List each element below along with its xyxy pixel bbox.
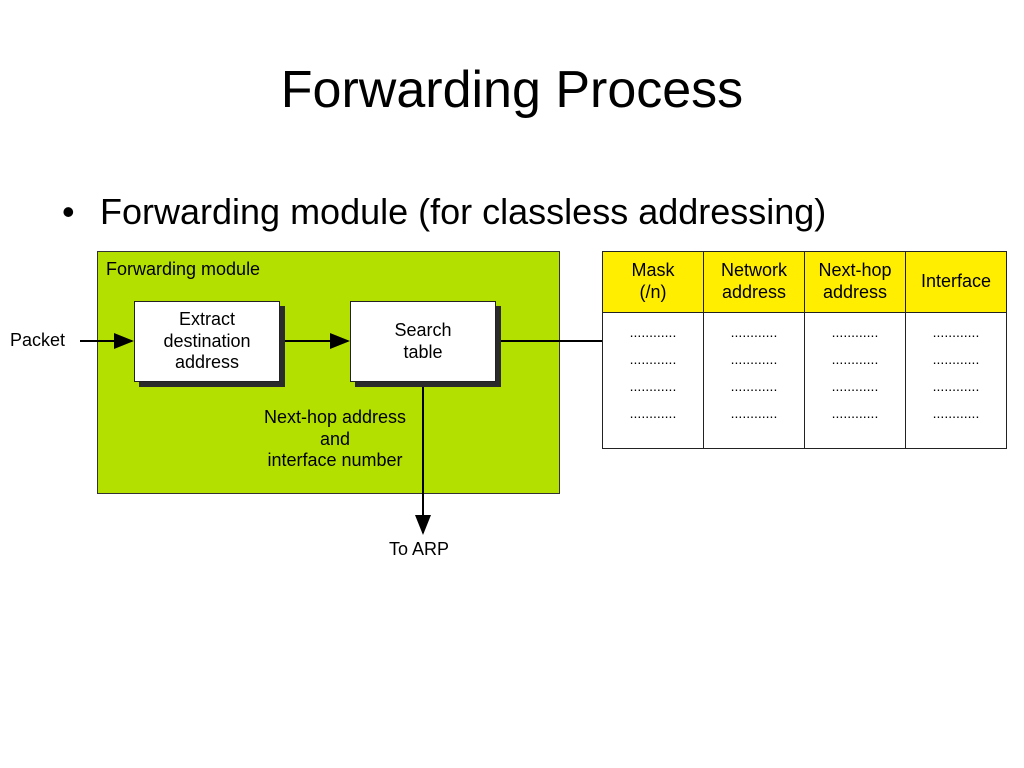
slide-title: Forwarding Process xyxy=(280,61,744,119)
to-arp-label: To ARP xyxy=(389,539,450,559)
next-hop-column-cell: ............ ............ ............ .… xyxy=(804,312,906,449)
table-entry: ............ xyxy=(730,405,778,421)
table-entry: ............ xyxy=(629,324,677,340)
bullet-text: Forwarding module (for classless address… xyxy=(100,191,827,232)
header-next-hop-address: Next-hop address xyxy=(804,251,906,313)
bullet-item: • Forwarding module (for classless addres… xyxy=(62,190,826,233)
next-hop-output-label: Next-hop address and interface number xyxy=(263,407,407,471)
table-entry: ............ xyxy=(730,324,778,340)
table-entry: ............ xyxy=(629,351,677,367)
network-column-cell: ............ ............ ............ .… xyxy=(703,312,805,449)
forwarding-module-label: Forwarding module xyxy=(106,259,261,279)
table-entry: ............ xyxy=(932,351,980,367)
table-entry: ............ xyxy=(831,378,879,394)
mask-column-cell: ............ ............ ............ .… xyxy=(602,312,704,449)
header-interface: Interface xyxy=(905,251,1007,313)
table-entry: ............ xyxy=(831,324,879,340)
table-entry: ............ xyxy=(629,405,677,421)
table-entry: ............ xyxy=(932,324,980,340)
table-entry: ............ xyxy=(831,405,879,421)
interface-column-cell: ............ ............ ............ .… xyxy=(905,312,1007,449)
search-table-box: Search table xyxy=(350,301,496,382)
table-entry: ............ xyxy=(730,351,778,367)
packet-label: Packet xyxy=(10,330,66,350)
bullet-marker: • xyxy=(62,191,75,232)
header-network-address: Network address xyxy=(703,251,805,313)
table-entry: ............ xyxy=(629,378,677,394)
table-entry: ............ xyxy=(932,378,980,394)
table-entry: ............ xyxy=(730,378,778,394)
extract-destination-box: Extract destination address xyxy=(134,301,280,382)
table-entry: ............ xyxy=(932,405,980,421)
table-entry: ............ xyxy=(831,351,879,367)
routing-table: Mask (/n) Network address Next-hop addre… xyxy=(602,251,1007,449)
header-mask: Mask (/n) xyxy=(602,251,704,313)
